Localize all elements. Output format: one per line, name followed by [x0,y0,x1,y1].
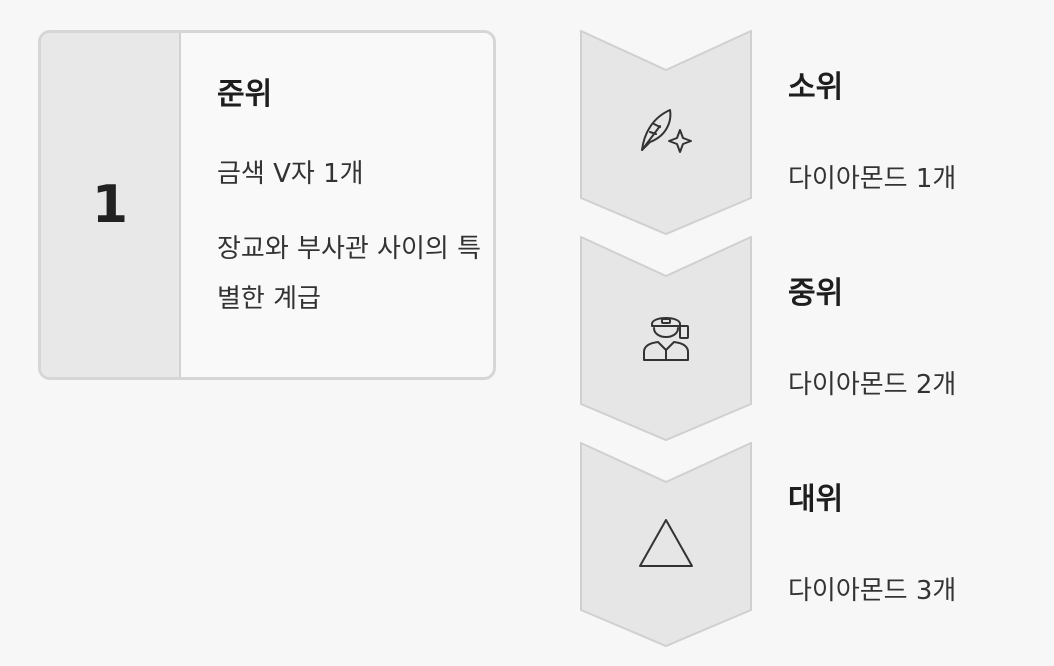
chevron-step-3 [580,442,752,648]
rank-title: 중위 [788,276,844,311]
chevron-shape [580,30,752,236]
feather-sparkle-icon [636,100,696,160]
chevron-step-1 [580,30,752,236]
rank-title: 대위 [788,482,844,517]
rank-item-2: 중위 다이아몬드 2개 [788,268,956,401]
rank-item-3: 대위 다이아몬드 3개 [788,474,956,607]
rank-title: 소위 [788,70,844,105]
rank-subtitle: 다이아몬드 3개 [788,576,957,606]
card-number: 1 [41,33,181,377]
card-title: 준위 [217,77,273,112]
officer-icon [636,306,696,366]
warrant-officer-card: 1 준위 금색 V자 1개 장교와 부사관 사이의 특별한 계급 [38,30,496,380]
triangle-icon [636,512,696,572]
chevron-step-2 [580,236,752,442]
rank-subtitle: 다이아몬드 2개 [788,370,957,400]
card-line: 금색 V자 1개 [217,159,364,189]
chevron-shape [580,442,752,648]
rank-subtitle: 다이아몬드 1개 [788,164,957,194]
rank-item-1: 소위 다이아몬드 1개 [788,62,956,195]
chevron-shape [580,236,752,442]
card-description: 장교와 부사관 사이의 특별한 계급 [217,234,481,314]
card-body: 준위 금색 V자 1개 장교와 부사관 사이의 특별한 계급 [181,33,493,377]
